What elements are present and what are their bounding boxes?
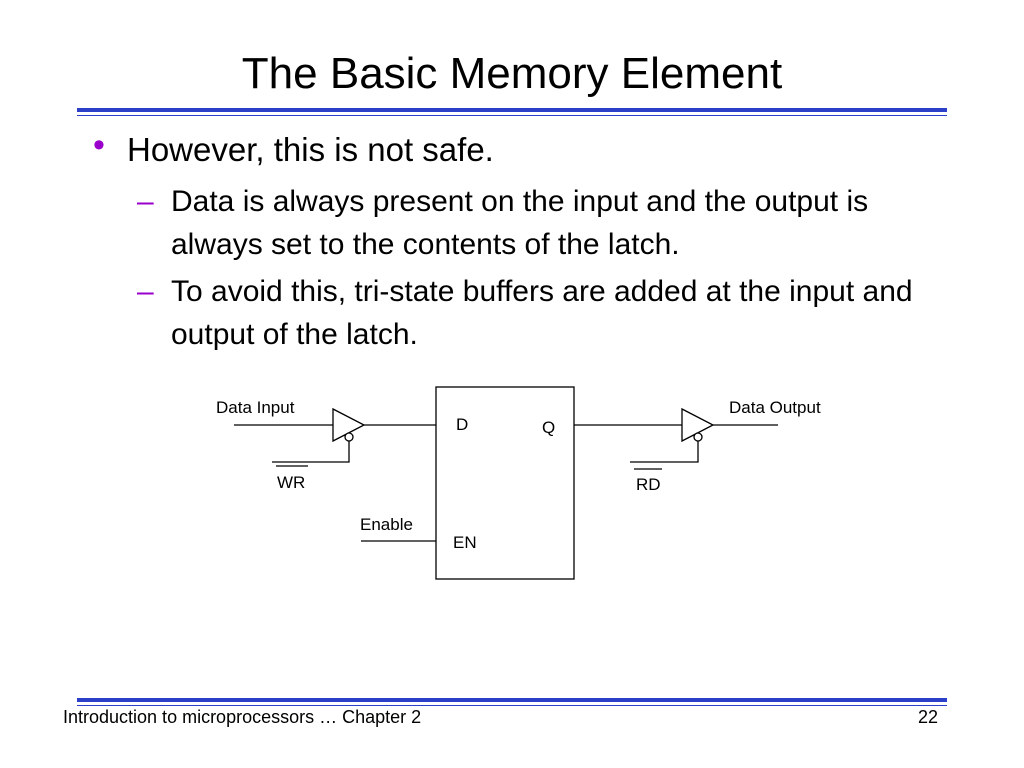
dash-icon: – — [137, 185, 154, 218]
footer-rule — [77, 698, 947, 706]
latch-box — [435, 386, 575, 580]
bullet-list: • However, this is not safe. – Data is a… — [93, 126, 951, 356]
bullet-text: However, this is not safe. — [127, 131, 494, 168]
rd-line — [630, 441, 699, 463]
data-input-label: Data Input — [216, 398, 295, 417]
bullet-icon: • — [93, 126, 105, 164]
rd-label: RD — [636, 475, 661, 494]
sub-bullet-text: Data is always present on the input and … — [171, 185, 869, 261]
footer-title: Introduction to microprocessors … Chapte… — [63, 707, 422, 727]
bullet-item: • However, this is not safe. — [93, 126, 947, 170]
en-label: EN — [453, 533, 477, 552]
slide-title: The Basic Memory Element — [241, 49, 783, 98]
sub-bullet-item: – To avoid this, tri-state buffers are a… — [137, 270, 951, 356]
input-enable-bubble — [344, 432, 354, 442]
wr-line — [272, 441, 350, 463]
d-label: D — [456, 415, 468, 434]
dash-icon: – — [137, 275, 154, 308]
sub-bullet-text: To avoid this, tri-state buffers are add… — [171, 275, 913, 351]
sub-bullet-item: – Data is always present on the input an… — [137, 180, 951, 266]
output-enable-bubble — [693, 432, 703, 442]
data-output-label: Data Output — [729, 398, 821, 417]
wr-label: WR — [277, 473, 305, 492]
page-number: 22 — [917, 707, 938, 727]
enable-label: Enable — [360, 515, 413, 534]
title-rule — [77, 108, 947, 116]
q-label: Q — [542, 418, 555, 437]
